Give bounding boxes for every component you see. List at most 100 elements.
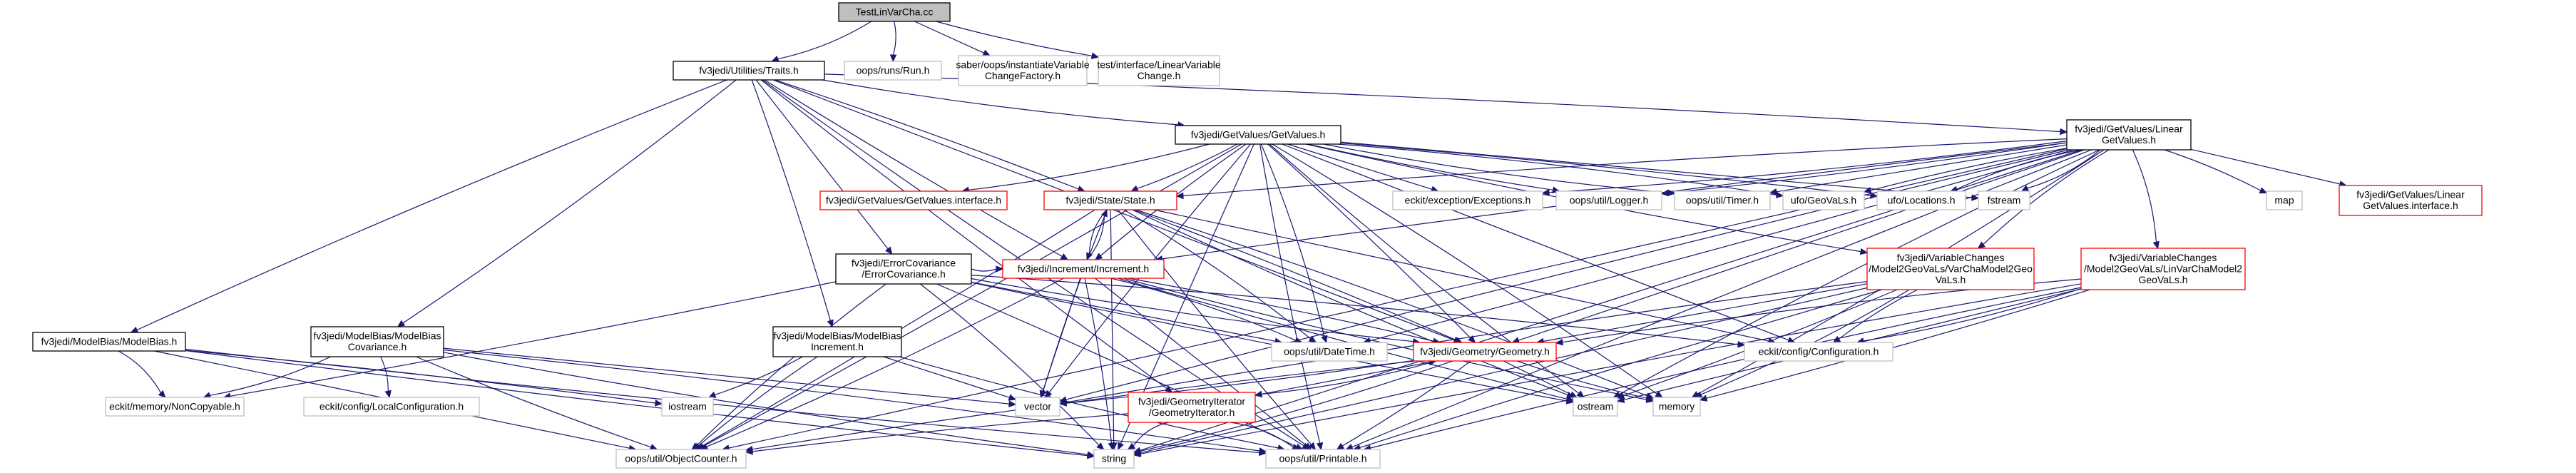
node-datetime: oops/util/DateTime.h (1271, 342, 1388, 362)
edge-arrowhead (1569, 391, 1578, 398)
edge-line (1140, 287, 1868, 454)
node-box (1265, 449, 1381, 469)
edge-line (936, 21, 1093, 56)
edge-getvalues-to-state (1130, 143, 1238, 192)
edge-line (136, 79, 727, 331)
node-errcov[interactable]: fv3jedi/ErrorCovariance/ErrorCovariance.… (835, 253, 972, 285)
edge-line (760, 79, 1167, 390)
edge-lingetvalues-to-state (1175, 138, 2068, 200)
node-box (1866, 248, 2035, 290)
node-label-line: memory (1659, 400, 1695, 412)
edge-line (402, 79, 737, 324)
edge-vc2geo-to-geometry (1535, 283, 1868, 345)
edge-arrowhead (1086, 451, 1095, 458)
node-label-line: oops/util/Logger.h (1570, 194, 1649, 205)
node-label-line: fv3jedi/VariableChanges (2110, 252, 2217, 263)
edge-line (230, 281, 837, 397)
node-box (1674, 190, 1771, 210)
edge-lingetvalues-to-ecexcept (1541, 141, 2068, 196)
edge-line (1133, 209, 1456, 341)
edge-line (971, 268, 997, 272)
edge-mbinc-to-objcounter (692, 356, 818, 450)
node-label-line: oops/util/Timer.h (1686, 194, 1759, 205)
edge-line (1267, 143, 1471, 339)
node-box (838, 2, 951, 22)
node-increment[interactable]: fv3jedi/Increment/Increment.h (1002, 259, 1165, 279)
node-vector: vector (1015, 397, 1060, 417)
edge-getvalues-to-geometry (1267, 143, 1476, 343)
edge-line (1359, 289, 1883, 448)
node-getvalues[interactable]: fv3jedi/GetValues/GetValues.h (1175, 125, 1341, 145)
edge-errcov-to-objcounter (691, 283, 886, 450)
edge-increment-to-printable (1095, 278, 1312, 450)
edge-line (936, 283, 1297, 447)
edge-errcov-to-string (919, 283, 1105, 450)
node-vc2geo[interactable]: fv3jedi/VariableChanges/Model2GeoVaLs/Va… (1866, 248, 2035, 290)
edge-arrowhead (1304, 442, 1312, 450)
node-geometry[interactable]: fv3jedi/Geometry/Geometry.h (1413, 342, 1557, 362)
node-lingvinterface[interactable]: fv3jedi/GetValues/LinearGetValues.interf… (2339, 185, 2483, 216)
node-printable: oops/util/Printable.h (1265, 449, 1381, 469)
edge-line (698, 356, 818, 447)
node-label-line: oops/util/ObjectCounter.h (625, 452, 737, 464)
node-label-line: eckit/exception/Exceptions.h (1405, 194, 1531, 205)
edge-arrowhead (1096, 442, 1105, 450)
edge-arrowhead (1108, 442, 1115, 451)
edge-arrowhead (1977, 241, 1986, 249)
edge-line (1503, 360, 1572, 395)
edge-getvalues-to-timer (1323, 143, 1676, 196)
node-box (1043, 190, 1177, 210)
node-label-line: oops/util/DateTime.h (1284, 345, 1375, 357)
edge-arrowhead (1863, 187, 1872, 194)
edge-arrowhead (1541, 188, 1550, 196)
node-label-line: /Model2GeoVaLs/VarChaModel2Geo (1869, 263, 2033, 274)
node-geomiter[interactable]: fv3jedi/GeometryIterator/GeometryIterato… (1128, 392, 1256, 423)
node-box (303, 397, 480, 417)
edge-line (1839, 289, 1918, 340)
edge-arrowhead (889, 54, 897, 63)
edge-line (1153, 209, 1769, 342)
node-noncopy: eckit/memory/NonCopyable.h (105, 397, 245, 417)
node-geovals: ufo/GeoVaLs.h (1782, 190, 1865, 210)
node-state[interactable]: fv3jedi/State/State.h (1043, 190, 1177, 210)
node-label-line: fv3jedi/ErrorCovariance (852, 258, 956, 269)
edge-lingetvalues-to-vc2geo (1977, 149, 2110, 249)
node-label-line: Covariance.h (348, 341, 407, 352)
edge-lvc2geo-to-memory (1699, 289, 2090, 402)
edge-line (764, 79, 1063, 257)
node-label-line: eckit/config/LocalConfiguration.h (320, 400, 464, 412)
edge-line (696, 283, 886, 446)
node-label-line: fstream (1988, 194, 2021, 205)
edge-line (777, 21, 872, 60)
edge-arrowhead (1345, 443, 1354, 450)
edge-line (914, 21, 984, 54)
node-lvc2geo[interactable]: fv3jedi/VariableChanges/Model2GeoVaLs/Li… (2080, 248, 2246, 290)
edge-vc2geo-to-string (1133, 287, 1868, 457)
node-label-line: oops/runs/Run.h (857, 64, 930, 76)
edge-line (1667, 142, 2068, 194)
edge-line (1140, 283, 2082, 454)
node-label-line: ostream (1578, 400, 1614, 412)
edge-arrowhead (1100, 208, 1108, 218)
node-box (1271, 342, 1388, 362)
edge-getvalues-to-printable (1259, 143, 1324, 451)
node-gvinterface[interactable]: fv3jedi/GetValues/GetValues.interface.h (819, 190, 1008, 210)
node-traits[interactable]: fv3jedi/Utilities/Traits.h (673, 61, 825, 81)
edge-arrowhead (1655, 390, 1664, 398)
node-label-line: fv3jedi/GeometryIterator (1138, 396, 1246, 407)
edge-traits-to-increment (764, 79, 1069, 260)
edge-line (1123, 278, 1647, 400)
edge-arrowhead (996, 265, 1004, 273)
node-box (819, 190, 1008, 210)
edge-line (1254, 362, 1430, 396)
node-modelbias[interactable]: fv3jedi/ModelBias/ModelBias.h (32, 332, 186, 352)
node-root[interactable]: TestLinVarCha.cc (838, 2, 951, 22)
edge-arrowhead (1133, 447, 1142, 454)
edge-traits-to-mbcov (397, 79, 737, 327)
node-ecexcept: eckit/exception/Exceptions.h (1392, 190, 1543, 210)
node-label-line: fv3jedi/Increment/Increment.h (1018, 263, 1149, 274)
edge-arrowhead (692, 442, 701, 450)
